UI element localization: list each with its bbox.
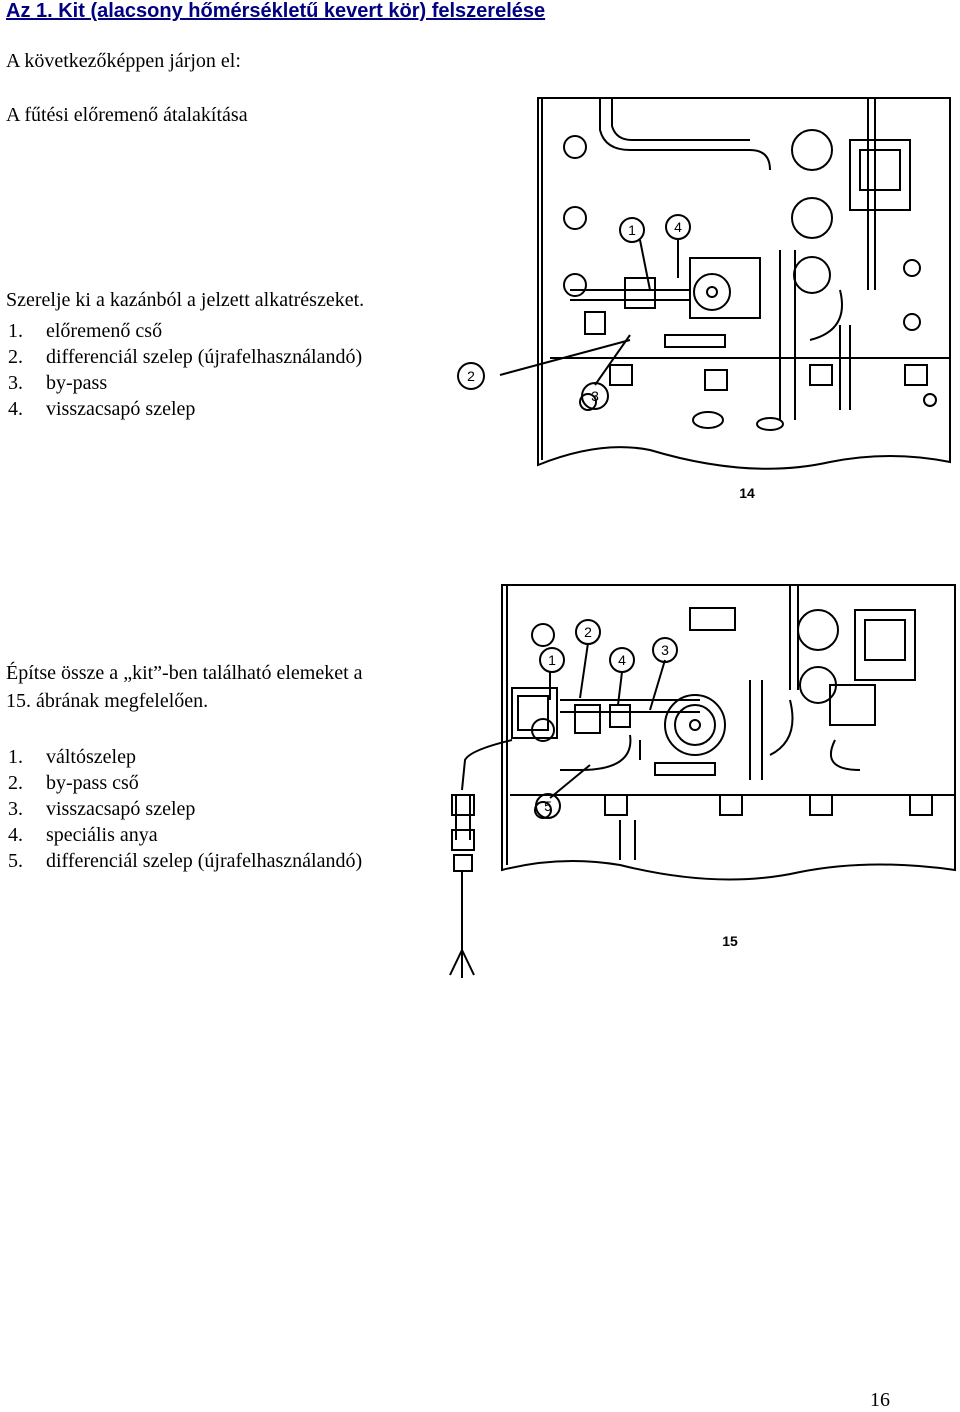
callout-4: 4 [674, 219, 682, 235]
section1-instruction: Szerelje ki a kazánból a jelzett alkatré… [6, 289, 365, 311]
list-item: 4.visszacsapó szelep [8, 398, 196, 420]
callout-4: 4 [618, 652, 626, 668]
callout-5: 5 [544, 798, 552, 814]
list-item: 2.by-pass cső [8, 772, 139, 794]
list-item: 1.előremenő cső [8, 320, 163, 342]
callout-2: 2 [584, 624, 592, 640]
section2-instruction-line1: Építse össze a „kit”-ben található eleme… [6, 662, 363, 684]
callout-1: 1 [548, 652, 556, 668]
section1-heading: A fűtési előremenő átalakítása [6, 104, 248, 126]
callout-3: 3 [661, 642, 669, 658]
list-item: 2.differenciál szelep (újrafelhasználand… [8, 346, 363, 368]
list-item: 1.váltószelep [8, 746, 136, 768]
section2-parts-list: 1.váltószelep 2.by-pass cső 3.visszacsap… [8, 744, 362, 874]
list-item: 3.by-pass [8, 372, 108, 394]
list-item: 4.speciális anya [8, 824, 158, 846]
figure-15-assembly-diagram: 1 2 4 3 5 15 [449, 584, 956, 978]
list-item: 5.differenciál szelep (újrafelhasználand… [8, 850, 363, 872]
section2-instruction-line2: 15. ábrának megfelelően. [6, 690, 209, 712]
figure-15-label: 15 [722, 933, 738, 949]
page-title: Az 1. Kit (alacsony hőmérsékletű kevert … [6, 0, 546, 22]
section1-parts-list: 1.előremenő cső 2.differenciál szelep (ú… [8, 318, 362, 422]
figure-14-label: 14 [739, 485, 755, 501]
intro-text: A következőképpen járjon el: [6, 50, 241, 72]
list-item: 3.visszacsapó szelep [8, 798, 196, 820]
page-number: 16 [870, 1389, 890, 1411]
figure-14-boiler-diagram: 1 4 2 3 14 [457, 97, 951, 501]
callout-3: 3 [591, 388, 599, 404]
callout-2: 2 [467, 368, 475, 384]
callout-1: 1 [628, 222, 636, 238]
